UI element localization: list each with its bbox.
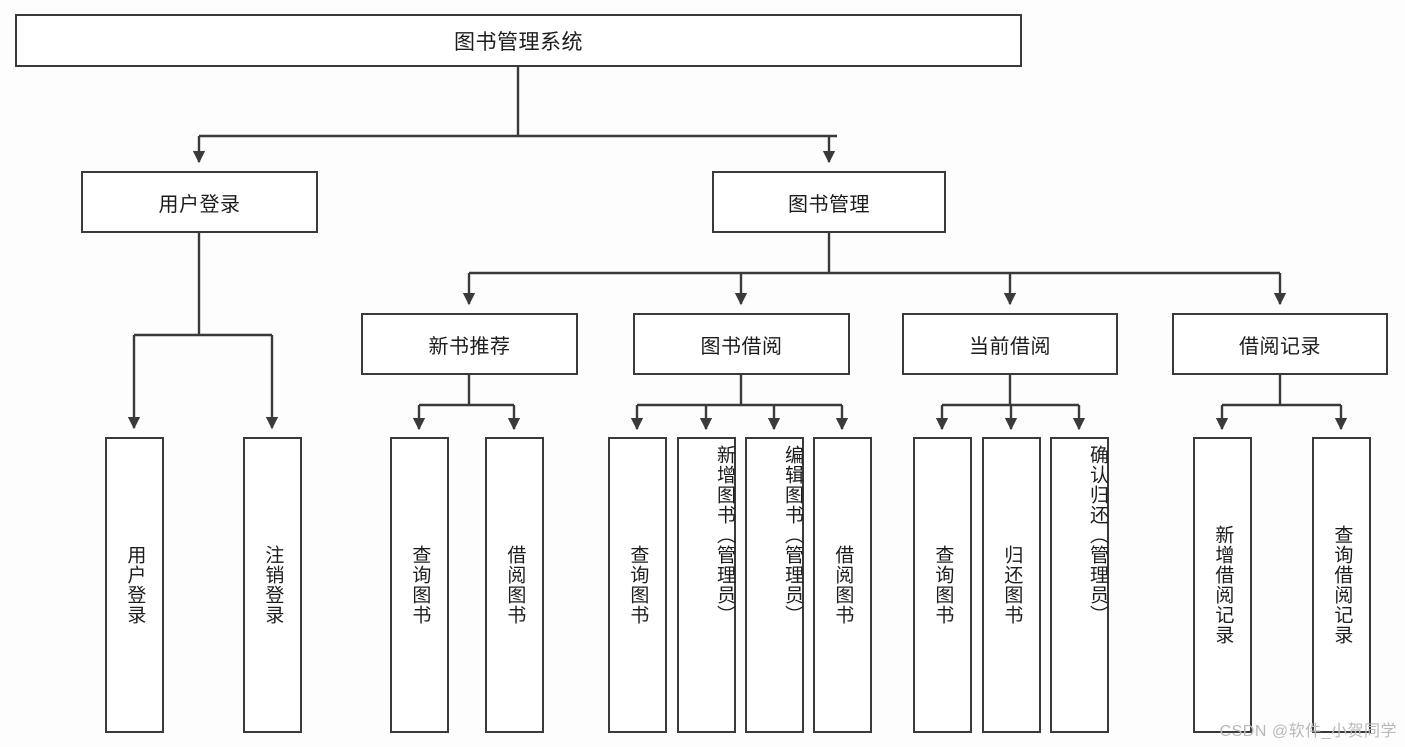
leaf-user-login[interactable]: 用户登录 — [105, 437, 164, 733]
node-new-book-recommend[interactable]: 新书推荐 — [361, 313, 578, 375]
leaf-query-book-cur[interactable]: 查询图书 — [913, 437, 972, 733]
leaf-add-book-admin-label: 新增图书（管理员） — [714, 445, 735, 625]
leaf-add-borrow-record-label: 新增借阅记录 — [1212, 525, 1234, 645]
node-book-manage[interactable]: 图书管理 — [712, 171, 946, 233]
leaf-borrow-book-label: 借阅图书 — [832, 545, 854, 625]
leaf-query-book-borrow[interactable]: 查询图书 — [608, 437, 667, 733]
leaf-return-book-label: 归还图书 — [1001, 545, 1023, 625]
leaf-edit-book-admin[interactable]: 编辑图书（管理员） — [745, 437, 804, 733]
node-borrow-record-label: 借阅记录 — [1239, 335, 1321, 358]
leaf-borrow-book[interactable]: 借阅图书 — [813, 437, 872, 733]
node-book-borrow-label: 图书借阅 — [700, 335, 783, 358]
leaf-query-book-rec[interactable]: 查询图书 — [390, 437, 449, 733]
leaf-query-borrow-record-label: 查询借阅记录 — [1331, 525, 1353, 645]
leaf-borrow-book-rec[interactable]: 借阅图书 — [485, 437, 544, 733]
node-book-borrow[interactable]: 图书借阅 — [633, 313, 850, 375]
leaf-user-login-label: 用户登录 — [124, 545, 146, 625]
leaf-borrow-book-rec-label: 借阅图书 — [504, 545, 526, 625]
node-root[interactable]: 图书管理系统 — [15, 14, 1022, 67]
leaf-add-book-admin[interactable]: 新增图书（管理员） — [677, 437, 736, 733]
leaf-return-book[interactable]: 归还图书 — [982, 437, 1041, 733]
leaf-edit-book-admin-label: 编辑图书（管理员） — [782, 445, 803, 625]
node-borrow-record[interactable]: 借阅记录 — [1172, 313, 1388, 375]
leaf-query-book-rec-label: 查询图书 — [409, 545, 431, 625]
csdn-watermark: CSDN @软件_小贺同学 — [1219, 723, 1397, 740]
leaf-user-logout[interactable]: 注销登录 — [243, 437, 302, 733]
leaf-query-borrow-record[interactable]: 查询借阅记录 — [1312, 437, 1371, 733]
node-current-borrow-label: 当前借阅 — [969, 335, 1051, 358]
leaf-query-book-borrow-label: 查询图书 — [627, 545, 649, 625]
node-current-borrow[interactable]: 当前借阅 — [902, 313, 1118, 375]
node-root-label: 图书管理系统 — [454, 30, 583, 54]
leaf-query-book-cur-label: 查询图书 — [932, 545, 954, 625]
node-user-login-label: 用户登录 — [158, 193, 241, 216]
leaf-add-borrow-record[interactable]: 新增借阅记录 — [1193, 437, 1252, 733]
node-new-book-recommend-label: 新书推荐 — [428, 335, 511, 358]
leaf-confirm-return-admin[interactable]: 确认归还（管理员） — [1050, 437, 1109, 733]
leaf-confirm-return-admin-label: 确认归还（管理员） — [1087, 445, 1108, 625]
node-user-login[interactable]: 用户登录 — [81, 171, 318, 233]
leaf-user-logout-label: 注销登录 — [262, 545, 284, 625]
node-book-manage-label: 图书管理 — [788, 193, 870, 216]
